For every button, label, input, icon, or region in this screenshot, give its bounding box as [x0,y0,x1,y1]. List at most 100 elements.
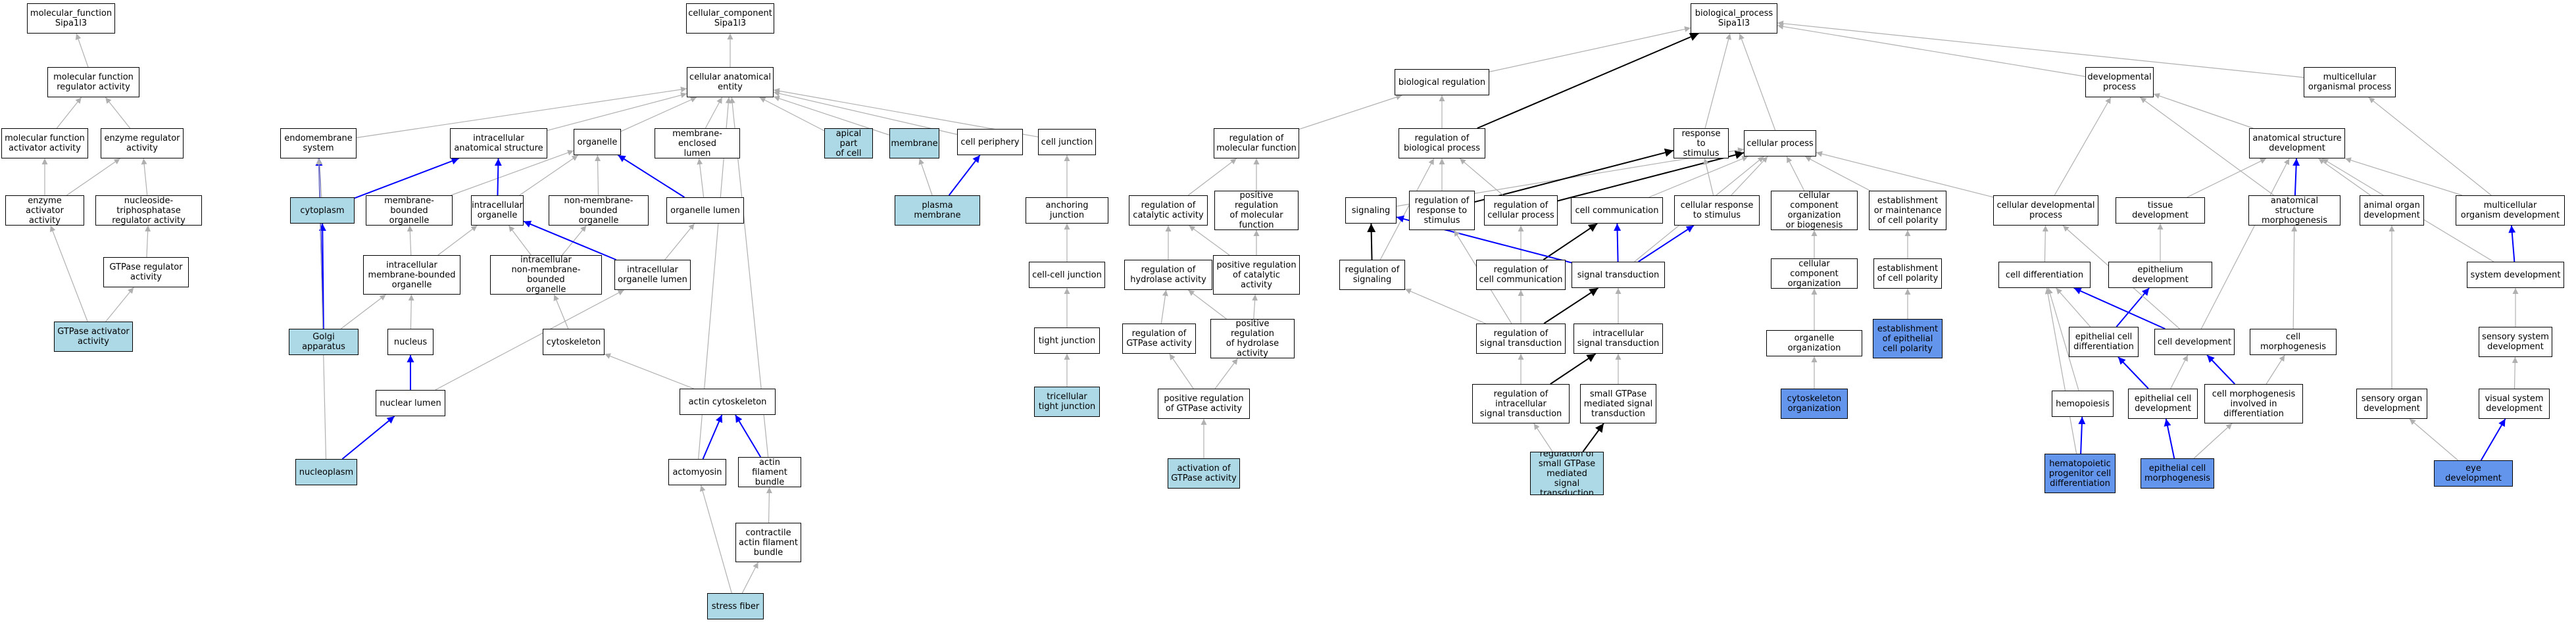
node-acytoskel: actin cytoskeleton [680,389,776,415]
edge-is-a-asd-to-devp [2153,93,2254,129]
edge-is-a-enz_act-to-enz_reg [66,158,120,196]
edge-is-a-sf-to-cafb [741,562,759,594]
edge-is-a-prha-to-rha [1187,289,1227,320]
node-rca: regulation of catalytic activity [1129,195,1208,226]
node-mod: multicellular organism development [2456,195,2565,226]
edge-is-a-devp-to-bp_root [1777,23,2086,77]
edge-part-of-olumen-to-organelle [618,155,685,198]
edge-part-of-ecm-to-ecdev [2164,418,2175,459]
edge-is-a-imbo-to-io [437,225,478,256]
node-apical: apical part of cell [824,128,873,158]
edge-is-a-mbo-to-organelle [451,149,574,196]
edge-part-of-asm-to-asd [2292,158,2300,196]
edge-is-a-mod-to-asd [2344,157,2463,196]
edge-is-a-rst-to-rsig [1404,288,1486,324]
node-rha: regulation of hydrolase activity [1124,260,1212,290]
node-asd: anatomical structure development [2249,128,2345,158]
edge-is-a-nmbo-to-organelle [595,155,601,196]
edge-part-of-st-to-crts [1638,225,1695,262]
node-epid: epithelium development [2108,262,2212,288]
node-rsgst: regulation of small GTPase mediated sign… [1530,452,1604,495]
edge-is-a-cdiff-to-cdp [2042,225,2048,262]
edge-regulates-rsig-to-signaling [1367,223,1376,260]
edge-is-a-enz_reg-to-mf_reg [105,97,131,129]
edge-regulates-rcc-to-ccomm [1543,223,1598,260]
node-mf-reg: molecular function regulator activity [47,67,139,97]
edge-is-a-mop-to-bp_root [1777,20,2304,78]
node-ecpol: establishment of cell polarity [1873,258,1942,289]
node-breg: biological regulation [1395,69,1489,95]
node-rrts: regulation of response to stimulus [1409,191,1475,230]
node-io: intracellular organelle [471,195,524,226]
edge-regulates-rrts-to-rts [1474,148,1674,203]
edge-is-a-ecm-to-cmid [2193,423,2233,459]
edge-part-of-celld-to-cdiff [2073,287,2166,329]
node-cj: cell junction [1038,129,1096,155]
node-rmf: regulation of molecular function [1214,128,1299,158]
node-iol: intracellular organelle lumen [614,260,691,290]
node-inmbo: intracellular non-membrane-bounded organ… [490,255,602,295]
node-rst: regulation of signal transduction [1476,324,1566,354]
edge-is-a-cdp-to-devp [2054,97,2112,196]
edge-regulates-rist-to-ist [1550,353,1597,385]
node-organelle: organelle [574,129,621,155]
node-membrane: membrane [889,128,939,158]
edge-part-of-st-to-ccomm [1614,223,1622,262]
edge-is-a-cproc-to-bp_root [1739,33,1776,131]
node-bp-root: biological_process Sipa1l3 [1691,3,1777,34]
edge-is-a-rga-to-rha [1160,289,1168,324]
node-nucleoplasm: nucleoplasm [295,459,357,485]
edge-is-a-breg-to-bp_root [1489,26,1691,72]
edge-is-a-sf-to-actomyosin [699,485,732,594]
edge-part-of-nucleoplasm-to-nlumen [341,416,395,460]
edge-is-a-rca-to-rmf [1187,158,1237,196]
node-ias: intracellular anatomical structure [450,128,547,158]
edge-is-a-mf_reg-to-mf_root [75,33,89,68]
edge-is-a-eyed-to-sod [2409,418,2458,461]
edge-is-a-endo-to-cae [356,86,687,138]
edge-regulates-rst-to-st [1543,287,1599,324]
node-ccomm: cell communication [1571,197,1663,224]
node-tj: tight junction [1034,327,1100,354]
edge-is-a-td-to-asd [2187,158,2267,198]
node-cytoskel: cytoskeleton [543,329,605,355]
node-mbo: membrane-bounded organelle [366,195,453,226]
edge-part-of-cytoplasm-to-ias [354,157,459,199]
edge-is-a-rts-to-bp_root [1704,33,1732,129]
edge-is-a-hpcd-to-cdiff [2044,287,2077,454]
edge-part-of-ecdev-to-ecd [2118,356,2149,389]
edge-is-a-nlumen-to-iol [435,289,624,391]
edge-is-a-crts-to-rts [1703,158,1714,196]
edge-is-a-prca-to-rca [1189,225,1230,256]
edge-is-a-rsig-to-rbp [1379,158,1435,260]
node-prca: positive regulation of catalytic activit… [1213,255,1300,295]
node-ssd: sensory system development [2479,327,2552,357]
node-rcp: regulation of cellular process [1484,195,1558,226]
edge-is-a-apical-to-cae [759,97,825,132]
edge-part-of-actomyosin-to-acytoskel [702,414,723,460]
node-nlumen: nuclear lumen [376,390,445,416]
node-devp: developmental process [2085,67,2154,97]
node-cytoplasm: cytoplasm [290,197,355,224]
node-actomyosin: actomyosin [668,459,726,485]
edge-is-a-inmbo-to-io [508,225,532,256]
edge-part-of-afb-to-acytoskel [735,414,762,458]
node-cmorph: cell morphogenesis [2250,329,2337,355]
edge-is-a-nucleus-to-imbo [408,294,414,329]
node-rga: regulation of GTPase activity [1122,324,1196,354]
node-mel: membrane-enclosed lumen [655,128,740,158]
node-prmf: positive regulation of molecular functio… [1214,191,1299,230]
edge-is-a-ntp_reg-to-enz_reg [141,158,148,196]
edge-is-a-imbo-to-mbo [407,225,413,256]
edge-is-a-mf_act-to-mf_reg [56,97,82,129]
node-aj: anchoring junction [1026,197,1108,224]
node-prga: positive regulation of GTPase activity [1158,389,1250,419]
edge-is-a-asm-to-devp [2140,97,2274,196]
edge-is-a-cytoskel-to-inmbo [553,294,569,329]
node-imbo: intracellular membrane-bounded organelle [363,255,460,295]
node-st: signal transduction [1572,262,1665,288]
node-rist: regulation of intracellular signal trans… [1472,384,1570,423]
node-ecm: epithelial cell morphogenesis [2141,458,2214,489]
